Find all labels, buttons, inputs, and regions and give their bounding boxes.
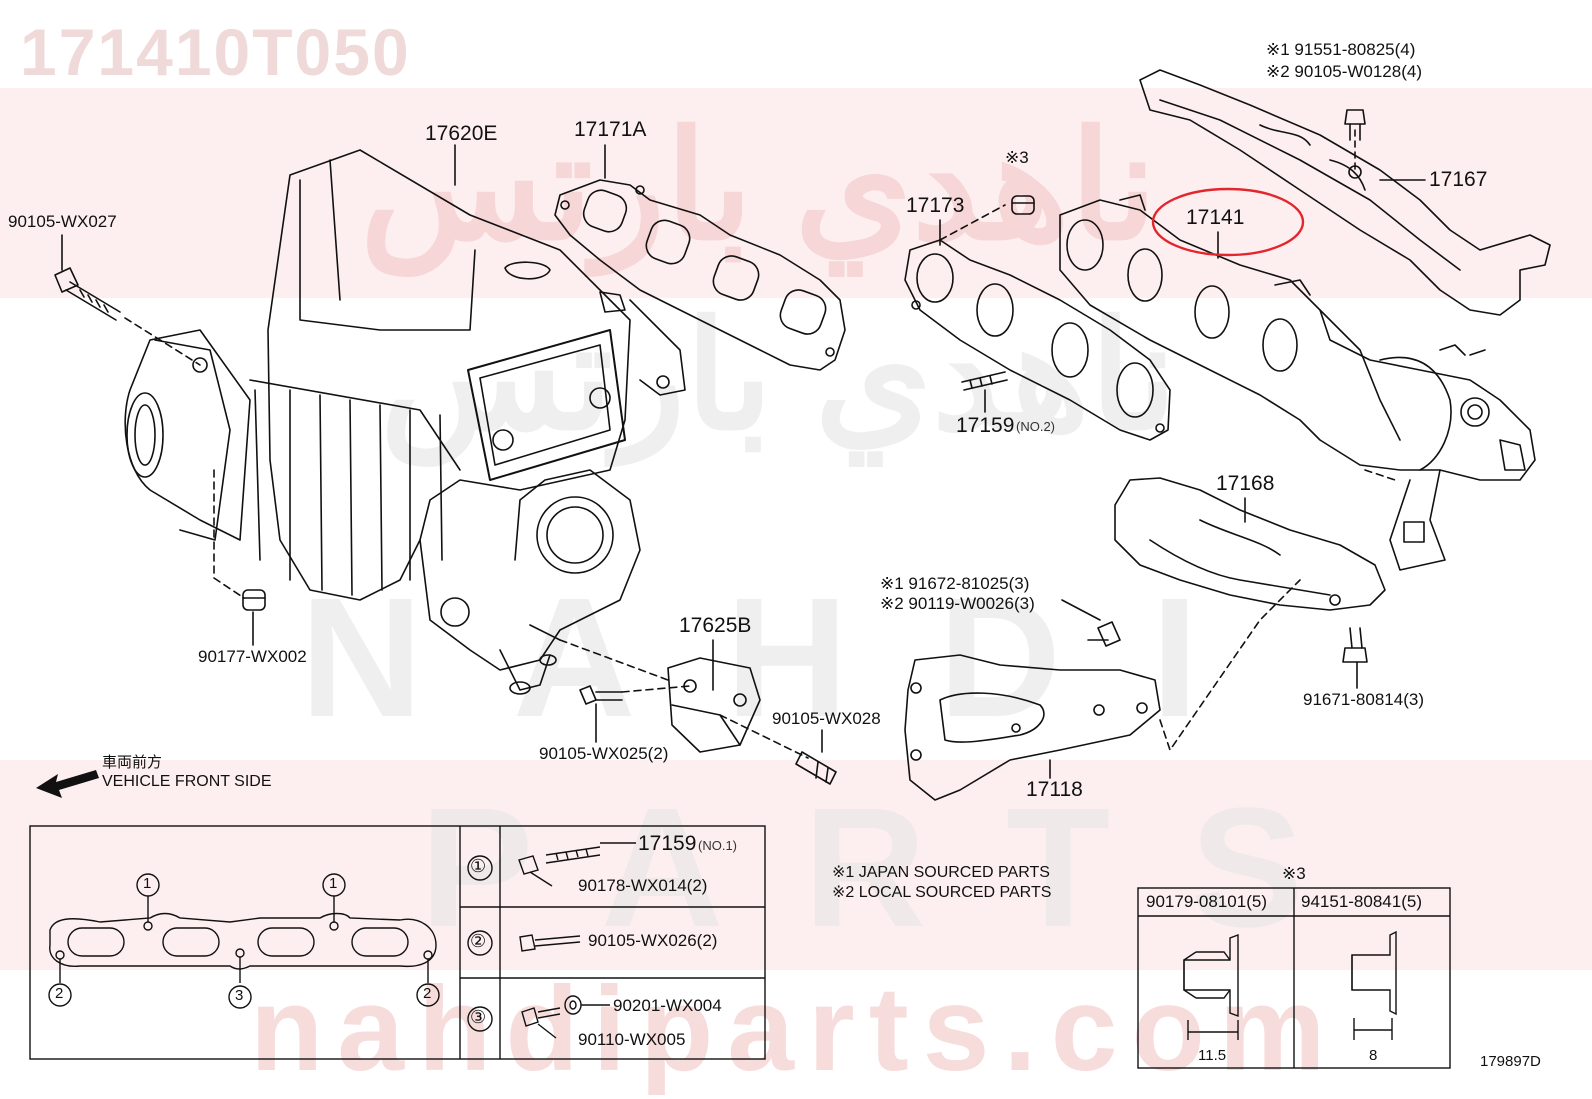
nut-guide-line — [213, 469, 245, 599]
row3-part-90201: 90201-WX004 — [613, 996, 722, 1015]
leader-91672 — [1061, 599, 1101, 621]
vehicle-front-en: VEHICLE FRONT SIDE — [102, 773, 272, 790]
inset-box — [29, 825, 766, 1060]
label-17159: 17159 — [956, 414, 1015, 437]
manifold-guide-line — [1364, 469, 1396, 481]
label-17173: 17173 — [906, 194, 965, 217]
nut-table-col1: 90179-08101(5) — [1146, 892, 1267, 911]
bolt-91671-80814 — [1342, 627, 1368, 663]
bracket-guide-line-2 — [621, 685, 691, 693]
heat-insulator-17167 — [1139, 69, 1551, 316]
heat-insulator-17168 — [1114, 477, 1386, 611]
nut-90177-wx002 — [242, 589, 266, 611]
nut-table-dim2: 8 — [1369, 1047, 1378, 1064]
label-17168: 17168 — [1216, 472, 1275, 495]
row2-part-90105: 90105-WX026(2) — [588, 931, 718, 950]
vehicle-front-jp: 車両前方 — [102, 754, 163, 771]
part-number-title: 171410T050 — [20, 15, 411, 89]
manifold-stay-17118 — [904, 654, 1161, 801]
row3-part-90110: 90110-WX005 — [578, 1030, 686, 1049]
label-91672-81025: ※1 91672-81025(3) — [880, 574, 1030, 593]
nut-ref3 — [1011, 195, 1035, 215]
label-90105-wx028: 90105-WX028 — [772, 709, 881, 728]
label-91671-80814: 91671-80814(3) — [1303, 690, 1424, 709]
label-90177-wx002: 90177-WX002 — [198, 647, 307, 666]
gasket-guide-line — [939, 204, 1006, 241]
stud-17159 — [961, 371, 1008, 391]
vehicle-front-arrow-icon — [36, 770, 99, 798]
watermark-parts: PARTS — [420, 773, 1384, 963]
bolt-guide-line — [124, 317, 201, 366]
bolt-91551-80825 — [1344, 109, 1366, 141]
watermark-band-top — [0, 88, 1592, 298]
label-90105-wx027: 90105-WX027 — [8, 212, 117, 231]
inset-callout-1b: 1 — [329, 875, 338, 892]
label-90105-wx025: 90105-WX025(2) — [539, 744, 669, 763]
label-90119-w0026: ※2 90119-W0026(3) — [880, 594, 1035, 613]
nut-table-title: ※3 — [1282, 864, 1306, 883]
watermark-band-bottom — [0, 760, 1592, 970]
inset-callout-3: 3 — [235, 987, 244, 1004]
inset-callout-2a: 2 — [55, 985, 64, 1002]
stay-guide-line — [1159, 579, 1301, 751]
label-17620e: 17620E — [425, 122, 498, 145]
gasket-17173 — [904, 239, 1171, 441]
bracket-17625b — [667, 657, 761, 753]
row2-marker: ② — [470, 931, 487, 951]
label-90105-w0128: ※2 90105-W0128(4) — [1266, 62, 1422, 81]
inset-callout-1a: 1 — [143, 875, 152, 892]
label-17118: 17118 — [1026, 778, 1083, 801]
label-ref3-nut: ※3 — [1005, 148, 1029, 167]
bolt-91672-81025 — [1097, 621, 1121, 647]
nut-table-col2: 94151-80841(5) — [1301, 892, 1422, 911]
nut-table-dim1: 11.5 — [1198, 1047, 1227, 1064]
label-17625b: 17625B — [679, 614, 752, 637]
bolt-90105-wx025 — [579, 685, 623, 705]
watermark-nahdi: NAHDI — [300, 563, 1289, 753]
nut-table — [1137, 887, 1451, 1069]
gasket-17171a — [554, 179, 846, 371]
label-17171a: 17171A — [574, 118, 647, 141]
row3-marker: ③ — [470, 1007, 487, 1027]
intake-manifold-17620e — [124, 149, 686, 695]
row1-part-17159: 17159 — [638, 832, 697, 855]
row1-note: (NO.1) — [698, 838, 737, 853]
row1-part-90178: 90178-WX014(2) — [578, 876, 708, 895]
bracket-guide-line-3 — [719, 714, 809, 759]
bolt-90105-wx028 — [795, 751, 837, 785]
watermark-arabic-2: ناهدي بارتس — [380, 292, 1178, 460]
highlight-ellipse-17141 — [1151, 187, 1305, 257]
bracket-guide-line-1 — [559, 639, 669, 681]
label-17159-note: (NO.2) — [1016, 419, 1055, 434]
exhaust-manifold-17141 — [1059, 194, 1536, 571]
diagram-id: 179897D — [1480, 1053, 1541, 1070]
legend-local: ※2 LOCAL SOURCED PARTS — [832, 884, 1052, 901]
label-17141: 17141 — [1186, 206, 1245, 229]
label-17167: 17167 — [1429, 168, 1488, 191]
inset-callout-2b: 2 — [423, 985, 432, 1002]
legend-japan: ※1 JAPAN SOURCED PARTS — [832, 864, 1050, 881]
watermark-arabic: ناهدي بارتس — [360, 102, 1158, 270]
row1-marker: ① — [470, 856, 487, 876]
bolt-90105-wx027 — [54, 267, 121, 321]
label-91551-80825: ※1 91551-80825(4) — [1266, 40, 1416, 59]
